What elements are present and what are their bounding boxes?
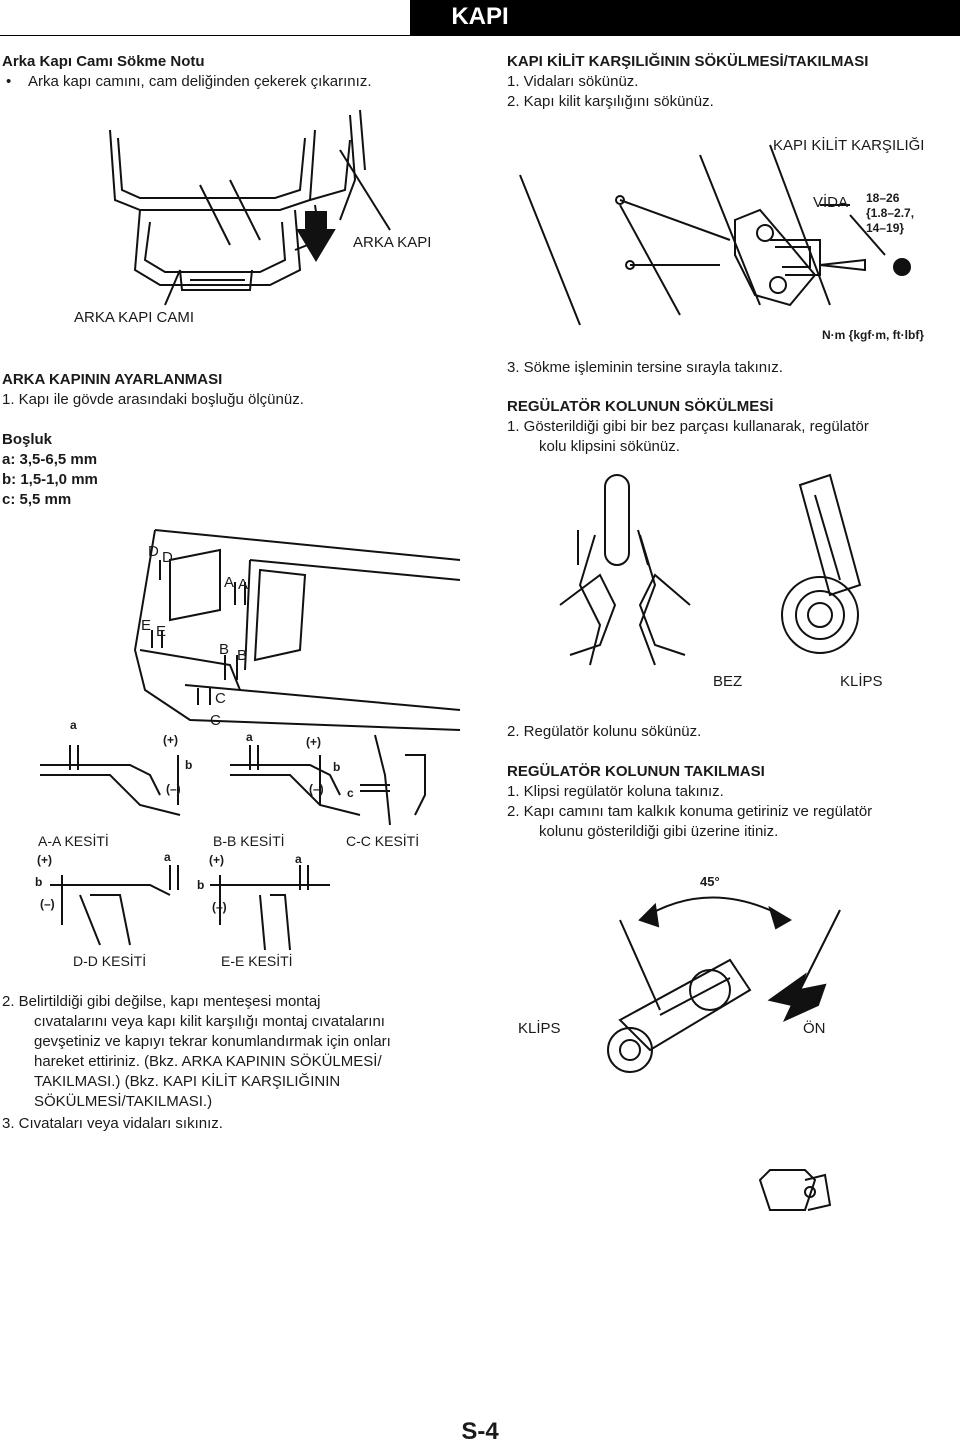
section-bb-caption: B-B KESİTİ [213,833,285,849]
section-diagrams-row2 [50,865,330,951]
removal-step-1-line-1: 1. Gösterildiği gibi bir bez parçası kul… [507,418,869,435]
step2-line-6: SÖKÜLMESİ/TAKILMASI.) [34,1093,213,1110]
glass-note-title: Arka Kapı Camı Sökme Notu [2,53,205,70]
clip-removal-figure [559,473,862,666]
section-mark-c1: C [215,690,226,707]
torque-1: 18–26 [866,191,900,205]
torque-unit: N·m {kgf·m, ft·lbf} [822,328,924,342]
section-diagrams-row1 [40,734,426,826]
minus-dd: (–) [40,897,55,911]
header-rule [0,35,960,36]
page-number: S-4 [461,1418,499,1445]
adjust-step-1: 1. Kapı ile gövde arasındaki boşluğu ölç… [2,391,304,408]
adjust-title: ARKA KAPININ AYARLANMASI [2,371,223,388]
header-box [410,0,960,36]
glass-note-bullet: Arka kapı camını, cam deliğinden çekerek… [6,72,372,92]
striker-title: KAPI KİLİT KARŞILIĞININ SÖKÜLMESİ/TAKILM… [507,53,869,70]
striker-step-1: 1. Vidaları sökünüz. [507,73,639,90]
mark-b-dd: b [35,875,43,889]
striker-step-2: 2. Kapı kilit karşılığını sökünüz. [507,93,714,110]
rear-door-glass-figure [109,109,391,306]
plus-aa: (+) [163,733,178,747]
plus-bb: (+) [306,735,321,749]
section-mark-d2: D [162,549,173,566]
step2-line-2: cıvatalarını veya kapı kilit karşılığı m… [34,1013,385,1030]
label-striker: KAPI KİLİT KARŞILIĞI [773,137,925,154]
mark-b-aa: b [185,758,193,772]
mark-b-ee: b [197,878,205,892]
section-mark-e2: E [156,623,167,640]
minus-bb: (–) [309,782,324,796]
section-mark-d1: D [148,543,159,560]
section-mark-c2: C [210,712,221,729]
gap-b: b: 1,5-1,0 mm [2,471,98,488]
minus-ee: (–) [212,900,227,914]
section-mark-a1: A [224,574,235,591]
section-mark-b2: B [237,647,248,664]
striker-figure [519,144,911,326]
label-screw: VİDA [813,194,849,211]
removal-step-2: 2. Regülatör kolunu sökünüz. [507,723,702,740]
label-front: ÖN [803,1020,826,1037]
torque-2: {1.8–2.7, [866,206,915,220]
step2-line-4: hareket ettiriniz. (Bkz. ARKA KAPININ SÖ… [34,1053,382,1070]
section-cc-caption: C-C KESİTİ [346,833,420,849]
mark-b-bb: b [333,760,341,774]
label-rear-door: ARKA KAPI [353,234,432,251]
removal-title: REGÜLATÖR KOLUNUN SÖKÜLMESİ [507,398,774,415]
section-mark-e1: E [141,617,152,634]
label-cloth: BEZ [713,673,743,690]
plus-dd: (+) [37,853,52,867]
section-ee-caption: E-E KESİTİ [221,953,293,969]
label-angle: 45° [700,874,720,889]
install-step-2-line-1: 2. Kapı camını tam kalkık konuma getirin… [507,803,873,820]
section-dd-caption: D-D KESİTİ [73,953,147,969]
page-header: KAPI [0,0,960,36]
plus-ee: (+) [209,853,224,867]
install-step-2-line-2: kolunu gösterildiği gibi üzerine itiniz. [539,823,779,840]
section-aa-caption: A-A KESİTİ [38,833,109,849]
gap-c: c: 5,5 mm [2,491,72,508]
door-section-figure [133,529,461,731]
step2-line-5: TAKILMASI.) (Bkz. KAPI KİLİT KARŞILIĞINI… [34,1073,341,1090]
section-mark-a2: A [238,576,249,593]
minus-aa: (–) [166,782,181,796]
page-title: KAPI [451,3,509,30]
step2-line-3: gevşetiniz ve kapıyı tekrar konumlandırm… [34,1033,391,1050]
gap-title: Boşluk [2,431,53,448]
label-clip-2: KLİPS [518,1020,561,1037]
removal-step-1-line-2: kolu klipsini sökünüz. [539,438,680,455]
mark-c-cc: c [347,786,354,800]
step2-line-1: 2. Belirtildiği gibi değilse, kapı mente… [2,993,321,1010]
label-rear-door-glass: ARKA KAPI CAMI [74,309,195,326]
install-title: REGÜLATÖR KOLUNUN TAKILMASI [507,763,765,780]
install-step-1: 1. Klipsi regülatör koluna takınız. [507,783,724,800]
step-3: 3. Cıvataları veya vidaları sıkınız. [2,1115,223,1132]
striker-step-3: 3. Sökme işleminin tersine sırayla takın… [507,359,783,376]
mark-a-aa: a [70,718,77,732]
torque-3: 14–19} [866,221,905,235]
handle-install-figure [607,896,841,1211]
label-clip: KLİPS [840,673,883,690]
section-mark-b1: B [219,641,230,658]
gap-a: a: 3,5-6,5 mm [2,451,98,468]
mark-a-ee: a [295,852,302,866]
mark-a-dd: a [164,850,171,864]
mark-a-bb: a [246,730,253,744]
